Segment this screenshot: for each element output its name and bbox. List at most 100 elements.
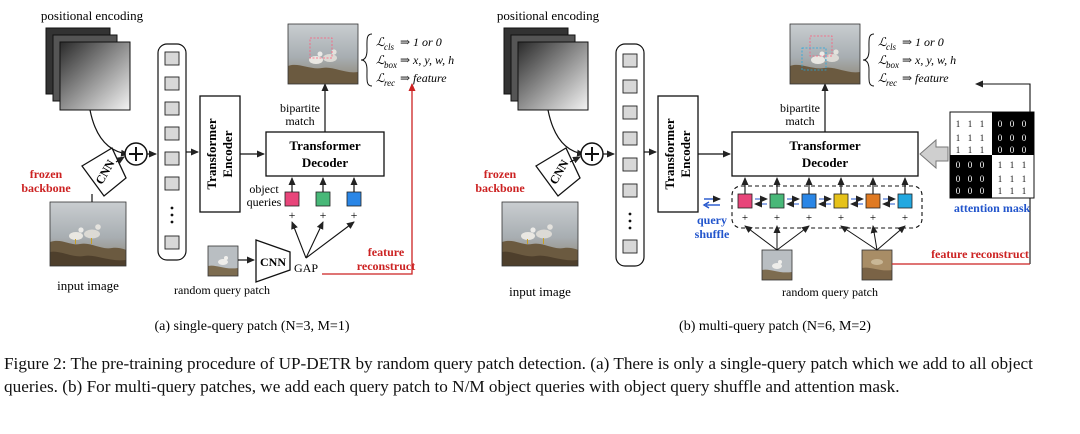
random-query-patch-2 bbox=[861, 249, 893, 281]
mask-cell-one: 1 bbox=[980, 145, 985, 155]
plus-sign: + bbox=[902, 212, 908, 224]
token-square bbox=[622, 79, 638, 94]
svg-text:ℒ: ℒ bbox=[376, 35, 385, 49]
plus-sign: + bbox=[351, 208, 358, 222]
feature-reconstruct-line1: feature bbox=[368, 245, 405, 259]
loss-cls-target: ⇒ 1 or 0 bbox=[400, 35, 442, 49]
loss-rec-row: ℒ rec ⇒ feature bbox=[376, 71, 447, 88]
mask-cell-zero: 0 bbox=[1010, 119, 1015, 129]
object-query-blue: + bbox=[346, 177, 362, 222]
gap-label: GAP bbox=[294, 261, 318, 275]
mask-cell-zero: 0 bbox=[1022, 145, 1027, 155]
mask-cell-one: 1 bbox=[968, 145, 973, 155]
mask-to-decoder-arrow bbox=[919, 138, 949, 170]
ellipsis-dot bbox=[170, 206, 174, 210]
token-square bbox=[164, 101, 180, 116]
positional-encoding-label: positional encoding bbox=[497, 8, 600, 23]
panel-b-title: (b) multi-query patch (N=6, M=2) bbox=[679, 319, 871, 334]
loss-box-row: ℒ box ⇒ x, y, w, h bbox=[878, 53, 956, 70]
loss-cls-row: ℒ cls ⇒ 1 or 0 bbox=[878, 35, 944, 52]
random-query-patch-label: random query patch bbox=[782, 285, 878, 299]
plus-sign: + bbox=[806, 212, 812, 224]
loss-box-target: ⇒ x, y, w, h bbox=[400, 53, 454, 67]
frozen-backbone-line2: backbone bbox=[475, 181, 525, 195]
token-square bbox=[622, 183, 638, 198]
loss-brace bbox=[360, 33, 373, 87]
mask-cell-one: 1 bbox=[998, 174, 1003, 184]
decoder-label-line2: Decoder bbox=[302, 155, 348, 170]
positional-encoding-stack bbox=[45, 27, 131, 111]
loss-rec-sub: rec bbox=[886, 78, 897, 88]
panel-a: positional encoding frozen backbone CNN … bbox=[21, 8, 454, 334]
mask-cell-zero: 0 bbox=[980, 160, 985, 170]
token-square bbox=[164, 76, 180, 91]
object-query-orange bbox=[865, 193, 881, 209]
mask-cell-zero: 0 bbox=[1022, 133, 1027, 143]
object-query-pink bbox=[737, 193, 753, 209]
bipartite-label-line2: match bbox=[285, 114, 314, 128]
patch-to-query-arrow bbox=[744, 225, 778, 251]
token-square bbox=[164, 176, 180, 191]
mask-cell-zero: 0 bbox=[956, 174, 961, 184]
mask-cell-one: 1 bbox=[980, 133, 985, 143]
patch-to-query-arrow bbox=[776, 225, 810, 251]
mask-cell-zero: 0 bbox=[998, 119, 1003, 129]
token-square bbox=[622, 53, 638, 68]
plus-sign: + bbox=[774, 212, 780, 224]
mask-cell-one: 1 bbox=[1022, 186, 1027, 196]
token-column bbox=[157, 43, 187, 261]
loss-cls-sub: cls bbox=[886, 42, 896, 52]
token-square bbox=[164, 235, 180, 250]
attention-mask-label: attention mask bbox=[954, 201, 1031, 215]
random-query-patch-image bbox=[207, 245, 239, 277]
transformer-encoder-box: Transformer Encoder bbox=[199, 95, 241, 213]
feature-reconstruct-label: feature reconstruct bbox=[931, 247, 1029, 261]
input-image bbox=[501, 201, 579, 267]
transformer-encoder-box: Transformer Encoder bbox=[657, 95, 699, 213]
object-queries-line1: object bbox=[249, 182, 279, 196]
patch-to-query-arrow bbox=[870, 225, 878, 251]
mask-cell-one: 1 bbox=[968, 119, 973, 129]
object-query-yellow bbox=[833, 193, 849, 209]
add-operator bbox=[124, 142, 148, 166]
input-image-label: input image bbox=[57, 278, 119, 293]
mask-cell-zero: 0 bbox=[968, 186, 973, 196]
mask-cell-zero: 0 bbox=[968, 160, 973, 170]
svg-text:ℒ: ℒ bbox=[376, 71, 385, 85]
plus-sign: + bbox=[838, 212, 844, 224]
query-cnn-trapezoid: CNN bbox=[255, 239, 291, 283]
decoder-label-line1: Transformer bbox=[789, 138, 860, 153]
loss-box-row: ℒ box ⇒ x, y, w, h bbox=[376, 53, 454, 70]
panel-b: positional encoding frozen backbone CNN … bbox=[475, 8, 1035, 334]
object-query-pink: + bbox=[284, 177, 300, 222]
mask-cell-one: 1 bbox=[956, 119, 961, 129]
cnn-backbone-trapezoid: CNN bbox=[535, 147, 581, 197]
plus-sign: + bbox=[870, 212, 876, 224]
encoder-label-line1: Transformer bbox=[662, 118, 677, 189]
mask-cell-zero: 0 bbox=[1010, 145, 1015, 155]
query-shuffle-line2: shuffle bbox=[695, 227, 730, 241]
query-shuffle-line1: query bbox=[697, 213, 727, 227]
cnn-backbone-trapezoid: CNN bbox=[81, 147, 127, 197]
loss-cls-sub: cls bbox=[384, 42, 394, 52]
feature-reconstruct-line2: reconstruct bbox=[357, 259, 415, 273]
token-square bbox=[164, 126, 180, 141]
query-group-dashed-box bbox=[731, 185, 923, 229]
loss-brace bbox=[862, 33, 875, 87]
encoder-label-line2: Encoder bbox=[220, 130, 235, 177]
mask-cell-one: 1 bbox=[1022, 160, 1027, 170]
mask-cell-one: 1 bbox=[956, 133, 961, 143]
input-image-label: input image bbox=[509, 284, 571, 299]
frozen-backbone-line2: backbone bbox=[21, 181, 71, 195]
panel-a-title: (a) single-query patch (N=3, M=1) bbox=[154, 319, 349, 334]
mask-cell-one: 1 bbox=[980, 119, 985, 129]
object-query-green bbox=[769, 193, 785, 209]
transformer-decoder-box: Transformer Decoder bbox=[731, 131, 919, 177]
decoder-label-line1: Transformer bbox=[289, 138, 360, 153]
plus-sign: + bbox=[320, 208, 327, 222]
token-square bbox=[622, 157, 638, 172]
svg-text:ℒ: ℒ bbox=[878, 35, 887, 49]
token-square bbox=[622, 105, 638, 120]
loss-rec-target: ⇒ feature bbox=[400, 71, 447, 85]
